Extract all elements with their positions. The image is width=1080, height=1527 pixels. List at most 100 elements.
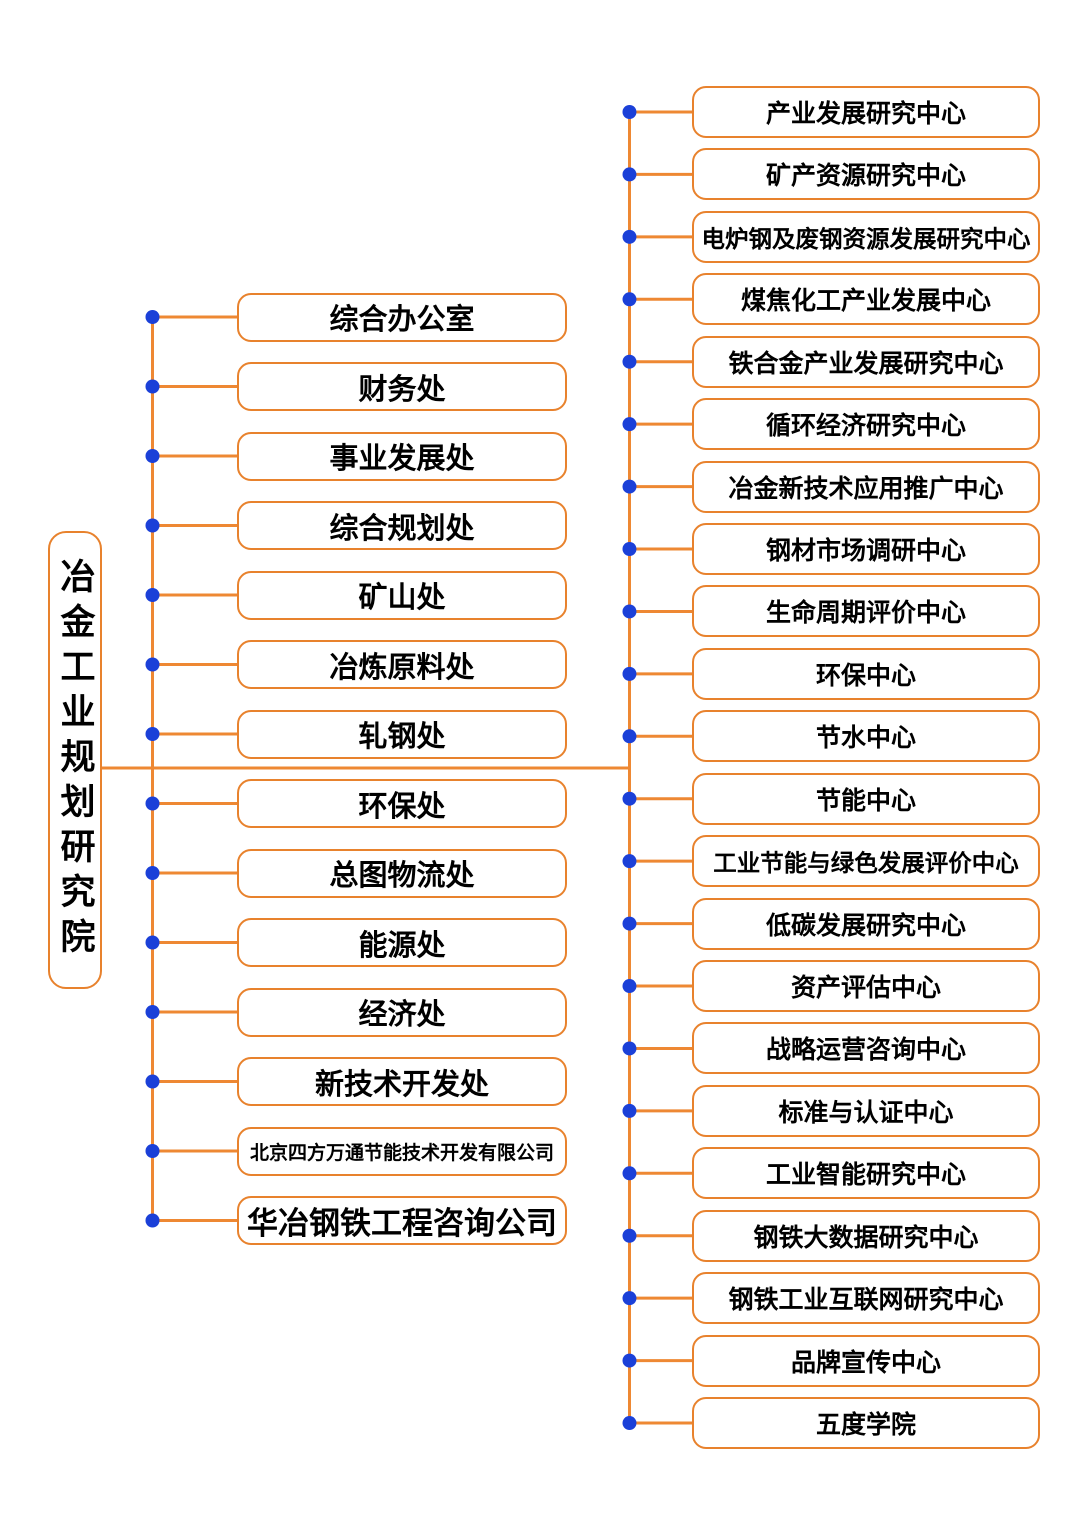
center-node: 电炉钢及废钢资源发展研究中心 [692, 210, 1040, 263]
center-node-label: 生命周期评价中心 [765, 599, 966, 628]
center-node: 产业发展研究中心 [692, 86, 1040, 138]
department-node-label: 轧钢处 [358, 721, 446, 753]
center-node: 循环经济研究中心 [692, 398, 1040, 451]
department-node: 财务处 [237, 362, 567, 411]
center-junction-dot [622, 604, 637, 619]
center-junction-dot [622, 479, 637, 494]
center-node-label: 节水中心 [815, 724, 916, 753]
center-node-label: 品牌宣传中心 [790, 1348, 941, 1377]
center-junction-dot [622, 979, 637, 994]
center-node-label: 环保中心 [815, 661, 916, 690]
center-node: 煤焦化工产业发展中心 [692, 273, 1040, 326]
department-node: 环保处 [237, 779, 567, 828]
department-node-label: 综合规划处 [329, 512, 475, 545]
department-node-label: 财务处 [358, 373, 446, 406]
center-node-label: 电炉钢及废钢资源发展研究中心 [701, 225, 1031, 252]
department-node: 经济处 [237, 987, 567, 1037]
department-junction-dot [145, 1074, 160, 1089]
center-node: 战略运营咨询中心 [692, 1022, 1040, 1075]
center-node-label: 钢铁工业互联网研究中心 [728, 1286, 1004, 1315]
center-node-label: 铁合金产业发展研究中心 [728, 349, 1004, 378]
department-node-label: 新技术开发处 [314, 1068, 489, 1101]
center-junction-dot [622, 229, 637, 244]
department-node: 事业发展处 [237, 431, 567, 481]
department-node: 冶炼原料处 [237, 640, 567, 689]
center-node-label: 资产评估中心 [790, 974, 941, 1003]
center-node: 资产评估中心 [692, 960, 1040, 1013]
center-junction-dot [622, 1291, 637, 1306]
center-junction-dot [622, 417, 637, 432]
center-junction-dot [622, 1416, 637, 1431]
department-node: 华冶钢铁工程咨询公司 [237, 1196, 567, 1245]
department-node-label: 能源处 [358, 929, 446, 962]
center-node: 铁合金产业发展研究中心 [692, 335, 1040, 388]
center-node-label: 冶金新技术应用推广中心 [728, 474, 1004, 503]
root-node-label: 冶金工业规划研究院 [55, 557, 95, 963]
center-node: 节能中心 [692, 772, 1040, 825]
center-node: 冶金新技术应用推广中心 [692, 460, 1040, 513]
department-node: 新技术开发处 [237, 1057, 567, 1106]
department-junction-dot [145, 449, 160, 463]
center-junction-dot [622, 1041, 637, 1056]
department-junction-dot [145, 379, 160, 394]
center-node-label: 工业节能与绿色发展评价中心 [713, 850, 1019, 877]
department-node-label: 矿山处 [358, 582, 446, 614]
center-junction-dot [622, 1228, 637, 1243]
department-junction-dot [145, 1144, 160, 1158]
center-node-label: 战略运营咨询中心 [765, 1036, 966, 1065]
center-node: 钢铁工业互联网研究中心 [692, 1272, 1040, 1325]
center-node-label: 煤焦化工产业发展中心 [740, 287, 991, 316]
center-node: 节水中心 [692, 710, 1040, 763]
department-junction-dot [145, 935, 160, 950]
center-junction-dot [622, 1353, 637, 1368]
center-node-label: 低碳发展研究中心 [765, 911, 966, 940]
department-junction-dot [145, 518, 160, 533]
center-junction-dot [622, 105, 637, 119]
center-junction-dot [622, 916, 637, 931]
center-node: 工业智能研究中心 [692, 1147, 1040, 1200]
center-node-label: 矿产资源研究中心 [765, 162, 966, 191]
department-node: 综合办公室 [237, 292, 567, 342]
center-junction-dot [622, 1103, 637, 1118]
center-node-label: 五度学院 [815, 1411, 916, 1440]
center-node: 生命周期评价中心 [692, 585, 1040, 638]
department-node-label: 综合办公室 [329, 304, 475, 336]
center-node: 矿产资源研究中心 [692, 148, 1040, 201]
center-node-label: 钢铁大数据研究中心 [753, 1223, 979, 1252]
center-node-label: 节能中心 [815, 786, 916, 815]
center-junction-dot [622, 167, 637, 182]
center-node-label: 工业智能研究中心 [765, 1161, 966, 1190]
department-node: 综合规划处 [237, 501, 567, 550]
department-junction-dot [145, 1213, 160, 1228]
center-junction-dot [622, 542, 637, 557]
department-node-label: 事业发展处 [329, 443, 475, 475]
department-node-label: 华冶钢铁工程咨询公司 [247, 1206, 557, 1241]
department-junction-dot [145, 727, 160, 741]
center-node: 低碳发展研究中心 [692, 897, 1040, 950]
center-node: 标准与认证中心 [692, 1084, 1040, 1137]
department-node-label: 冶炼原料处 [329, 651, 475, 684]
root-node: 冶金工业规划研究院 [48, 531, 102, 989]
department-junction-dot [145, 796, 160, 811]
center-node-label: 标准与认证中心 [778, 1098, 954, 1127]
department-node-label: 北京四方万通节能技术开发有限公司 [249, 1142, 554, 1164]
center-node-label: 产业发展研究中心 [765, 100, 966, 128]
center-node: 环保中心 [692, 647, 1040, 700]
center-node-label: 钢材市场调研中心 [765, 537, 966, 565]
center-junction-dot [622, 292, 637, 307]
department-node-label: 经济处 [358, 999, 446, 1031]
department-node-label: 环保处 [358, 790, 446, 823]
department-node: 北京四方万通节能技术开发有限公司 [237, 1126, 567, 1176]
center-node: 品牌宣传中心 [692, 1334, 1040, 1387]
center-junction-dot [622, 791, 637, 806]
center-node: 钢铁大数据研究中心 [692, 1209, 1040, 1262]
department-junction-dot [145, 866, 160, 880]
department-node: 能源处 [237, 918, 567, 967]
center-node: 钢材市场调研中心 [692, 523, 1040, 575]
department-node: 轧钢处 [237, 709, 567, 759]
department-junction-dot [145, 1005, 160, 1019]
center-junction-dot [622, 354, 637, 369]
department-node: 矿山处 [237, 570, 567, 620]
